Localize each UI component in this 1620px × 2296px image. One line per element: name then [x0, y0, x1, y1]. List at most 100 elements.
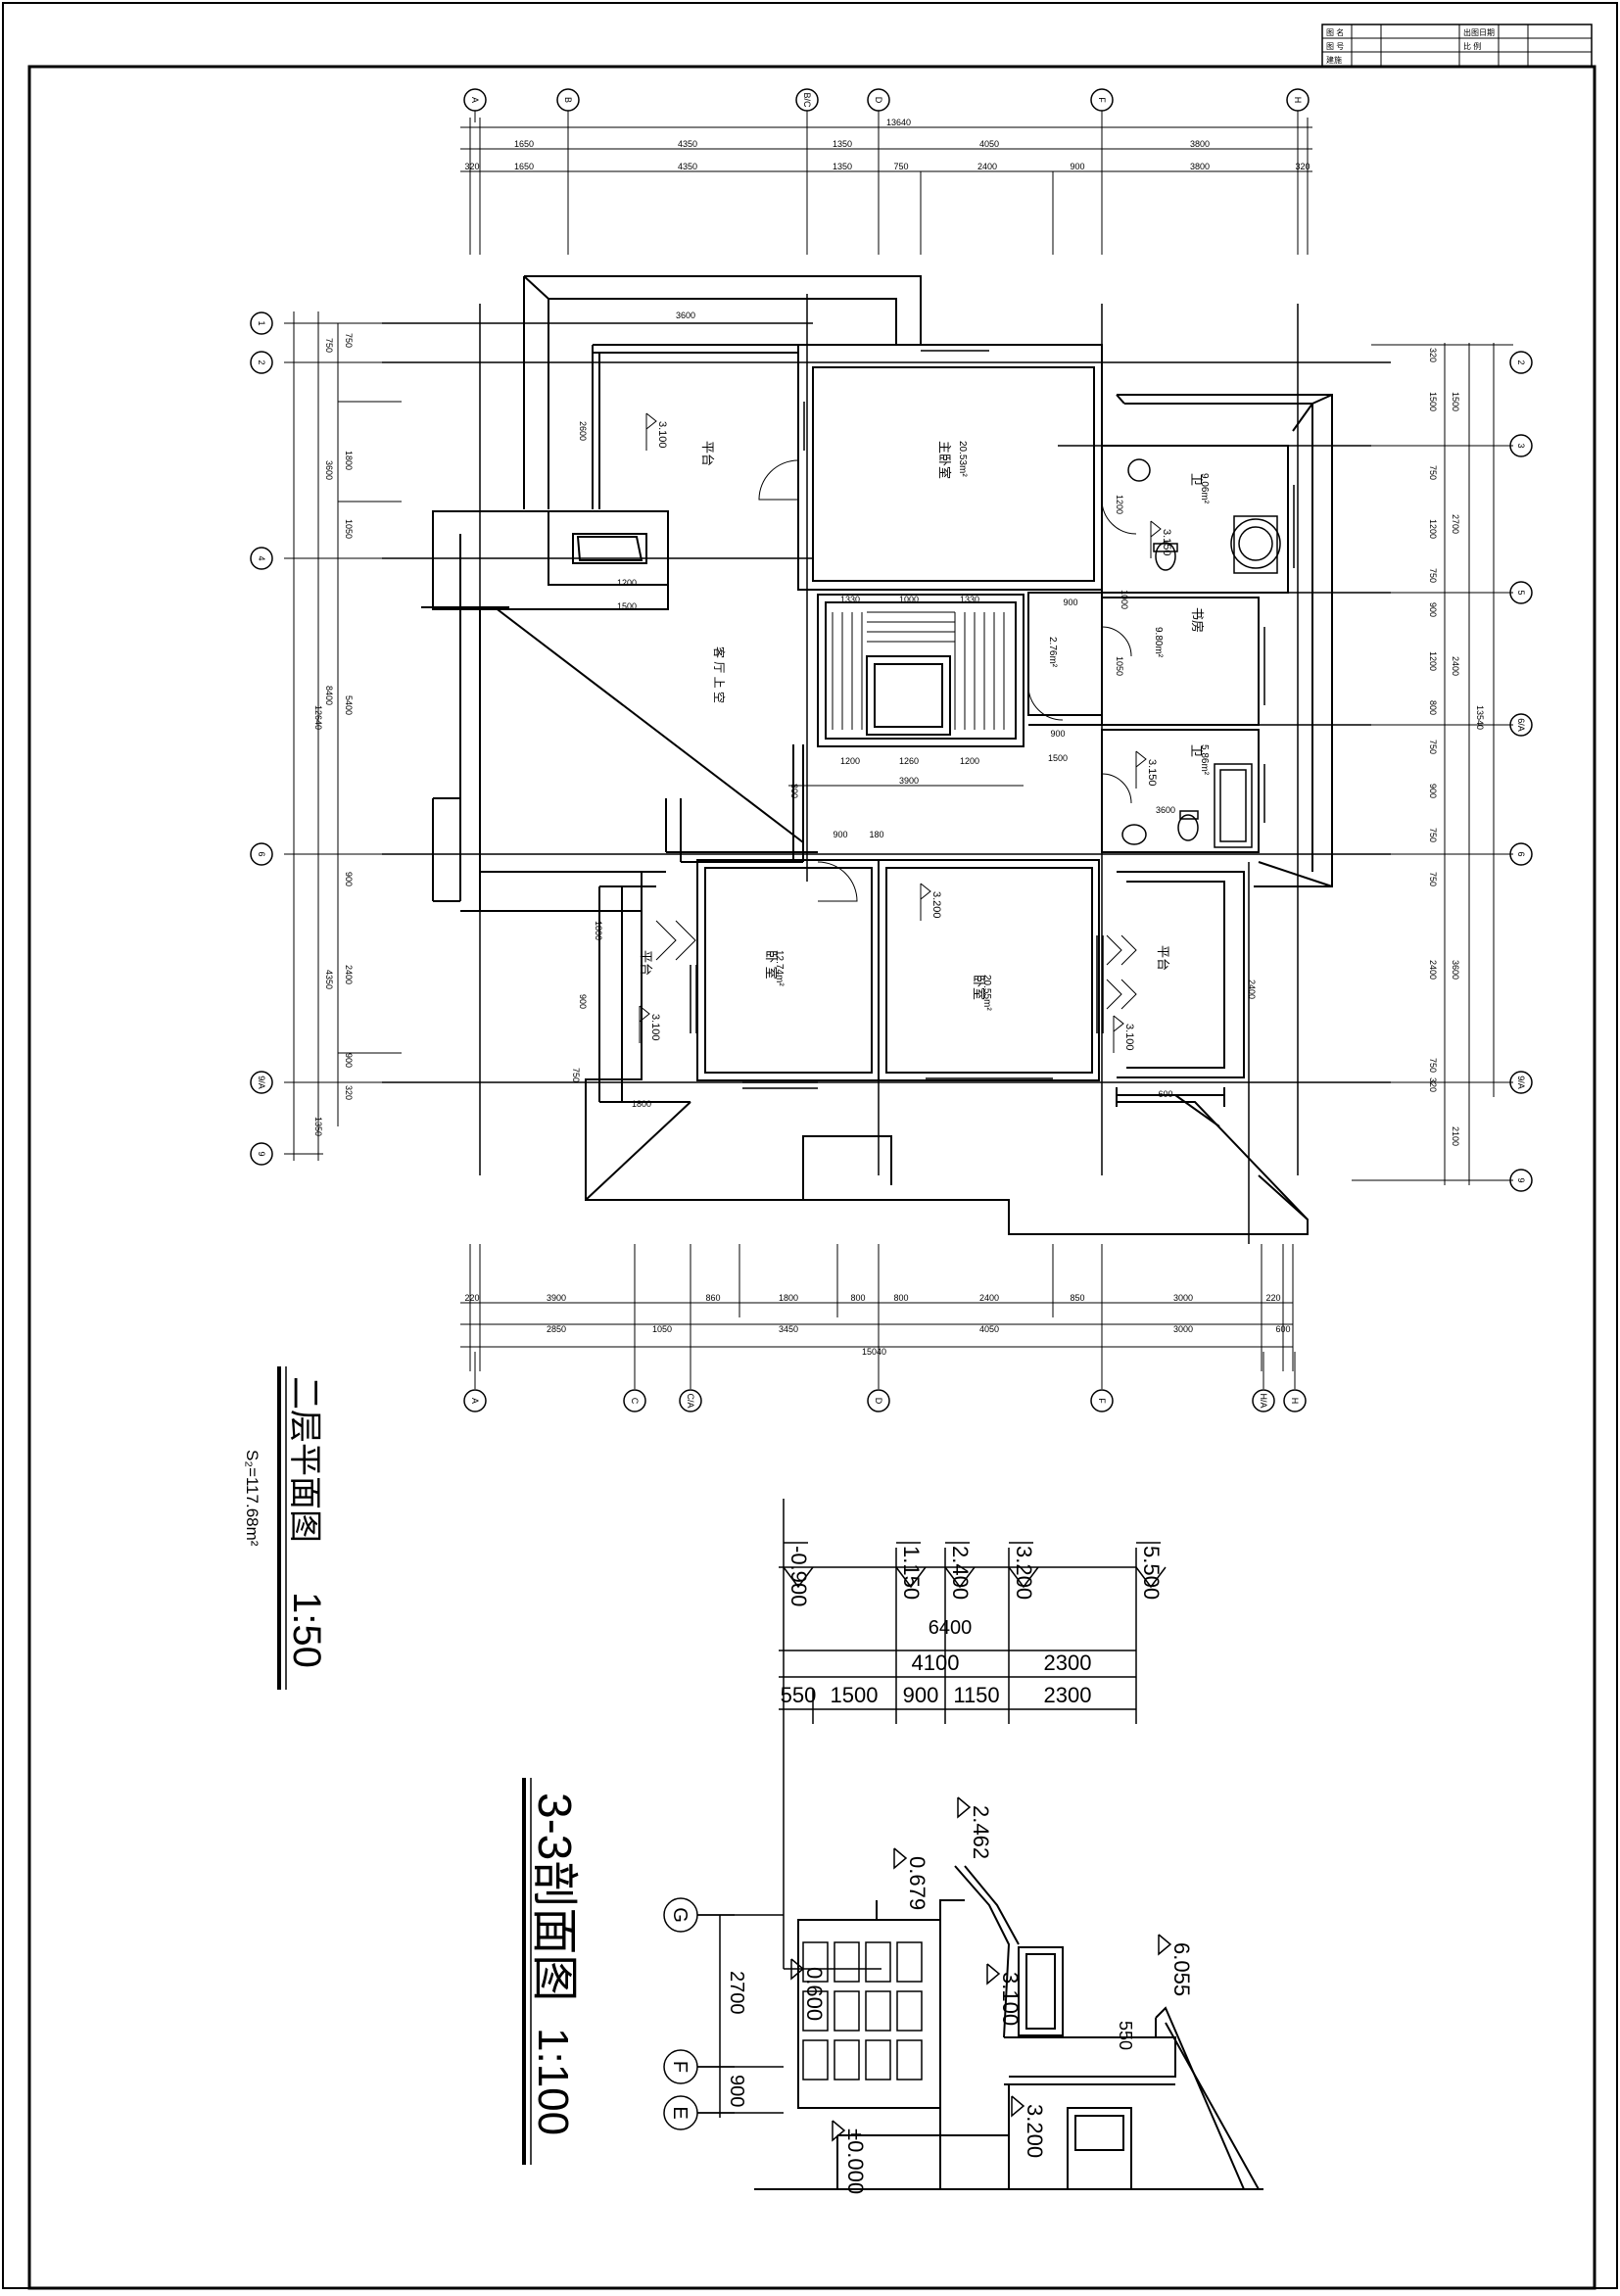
dim-top-r2-5: 2400 [977, 162, 997, 171]
section-level-top-2-label: 2.400 [948, 1546, 973, 1600]
room-bedroom-3-area: 20.55m² [981, 975, 992, 1011]
internal-dim-19: 2400 [1247, 980, 1257, 999]
axis-left-4-label: 9/A [257, 1076, 266, 1089]
dim-right-inner-5: 900 [1428, 602, 1438, 617]
axis-top-0-label: A [470, 97, 480, 103]
title-block-cell-1: 图 名 [1326, 27, 1344, 37]
section-axis-0: G [663, 1897, 698, 1933]
room-toilet-2-label: 卫 [1189, 744, 1204, 757]
title-block: 图 名 图 号 建施 出图日期 比 例 [1321, 24, 1593, 68]
dim-right-inner-11: 750 [1428, 872, 1438, 886]
elevation-mark-4: 3.150 [1135, 750, 1158, 789]
section-dim-3: 550 [781, 1683, 817, 1707]
dim-bot-r2-2: 3450 [779, 1324, 798, 1334]
internal-dim-20: 1050 [1115, 656, 1124, 676]
dim-left-inner-0: 750 [344, 333, 354, 348]
room-study-area: 9.80m² [1153, 627, 1164, 658]
dim-left-inner-2: 1050 [344, 519, 354, 539]
axis-top-4-label: F [1097, 97, 1107, 103]
axis-left-3-label: 6 [257, 851, 266, 856]
room-terrace-1-label: 平台 [700, 441, 715, 466]
section-scale: 1:100 [529, 2028, 577, 2135]
dim-lines-bottom: 15040 [460, 1244, 1294, 1371]
room-study-label: 书房 [1190, 607, 1205, 633]
internal-dim-25: 750 [571, 1068, 581, 1082]
section-level-body-2-label: 3.100 [998, 1972, 1023, 2026]
dim-texts-left: 1264013507503600840043507501800105054009… [313, 333, 354, 1136]
internal-dim-6: 1330 [960, 595, 979, 604]
dim-left-inner-3: 5400 [344, 695, 354, 715]
dim-bottom-total: 15040 [862, 1347, 886, 1357]
elevation-mark-1: 3.150 [1150, 520, 1172, 558]
axis-right-1: 3 [1509, 434, 1533, 457]
axis-right-3-label: 6/A [1516, 718, 1526, 732]
axis-top-1-label: B [563, 97, 573, 103]
room-terrace-2-label: 平台 [639, 950, 653, 976]
dim-top-total: 13640 [886, 118, 911, 127]
section-axis-2-label: E [669, 2106, 691, 2119]
axis-bottom-0-label: A [470, 1398, 480, 1404]
axis-top-4: F [1090, 88, 1114, 112]
dim-right-outer-4: 2100 [1451, 1126, 1460, 1146]
section-top-dims [779, 1499, 1137, 1970]
dim-left-inner-6: 900 [344, 1053, 354, 1068]
section-level-body-4-label: 3.200 [1023, 2104, 1047, 2158]
axis-bottom-4-label: F [1097, 1398, 1107, 1404]
room-toilet-1-label: 卫 [1189, 473, 1204, 486]
internal-dim-12: 180 [869, 830, 883, 839]
dim-top-r2-2: 4350 [678, 162, 697, 171]
dim-left-mid-1: 3600 [324, 460, 334, 480]
dim-bot-r1-9: 220 [1265, 1293, 1280, 1303]
dim-bot-r1-8: 3000 [1173, 1293, 1193, 1303]
section-dim-6: 1150 [953, 1683, 999, 1707]
dim-right-inner-12: 2400 [1428, 960, 1438, 980]
axis-top-3: D [867, 88, 890, 112]
dim-texts-right: 1500270024003600210013540320150075012007… [1428, 348, 1485, 1146]
axis-right-6: 9 [1509, 1169, 1533, 1192]
section-dim-0: 6400 [929, 1617, 973, 1639]
elevation-mark-4-label: 3.150 [1146, 759, 1158, 787]
internal-dim-16: 900 [1063, 598, 1077, 607]
internal-dim-10: 3900 [899, 776, 919, 786]
section-level-body-1-label: 0.679 [905, 1856, 929, 1910]
axis-bottom-1: C [623, 1389, 646, 1412]
axis-right-0-label: 2 [1516, 359, 1526, 364]
room-terrace-3-label: 平台 [1156, 945, 1170, 971]
dim-top-r2-3: 1350 [833, 162, 852, 171]
axis-left-0-label: 1 [257, 320, 266, 325]
dim-top-r2-0: 320 [464, 162, 479, 171]
section-level-body-3: 6.055 [1158, 1934, 1194, 1996]
elevation-mark-2: 3.200 [920, 883, 942, 921]
dim-bot-r2-4: 3000 [1173, 1324, 1193, 1334]
dim-right-outer-3: 3600 [1451, 960, 1460, 980]
dim-right-inner-10: 750 [1428, 828, 1438, 842]
dim-top-r2-6: 900 [1070, 162, 1084, 171]
axis-right-0: 2 [1509, 351, 1533, 374]
axis-top-2: B/C [795, 88, 819, 112]
section-level-body-1: 0.679 [893, 1847, 929, 1910]
dim-lines-top: 13640 [460, 118, 1312, 255]
room-main-bedroom-label: 主卧室 [937, 441, 952, 479]
section-level-top-0: -0.900 [783, 1542, 814, 1606]
axis-left-2-label: 4 [257, 555, 266, 560]
internal-dim-15: 1200 [1115, 495, 1124, 514]
dim-bot-r1-4: 800 [850, 1293, 865, 1303]
dim-bot-r1-2: 860 [705, 1293, 720, 1303]
elevation-mark-5: 3.100 [1113, 1015, 1135, 1053]
dim-top-r2-1: 1650 [514, 162, 534, 171]
title-block-cell-5: 比 例 [1463, 41, 1481, 51]
dim-right-outer-2: 2400 [1451, 656, 1460, 676]
internal-dim-4: 1330 [840, 595, 860, 604]
internal-dim-18: 3600 [1156, 805, 1175, 815]
elevation-mark-0: 3.100 [645, 412, 668, 451]
section-axis-1: F [663, 2049, 698, 2084]
dim-top-r1-3: 4050 [979, 139, 999, 149]
room-closet-area: 2.76m² [1047, 637, 1058, 668]
dim-lines-right [1273, 343, 1513, 1185]
axis-right-5: 9/A [1509, 1071, 1533, 1094]
